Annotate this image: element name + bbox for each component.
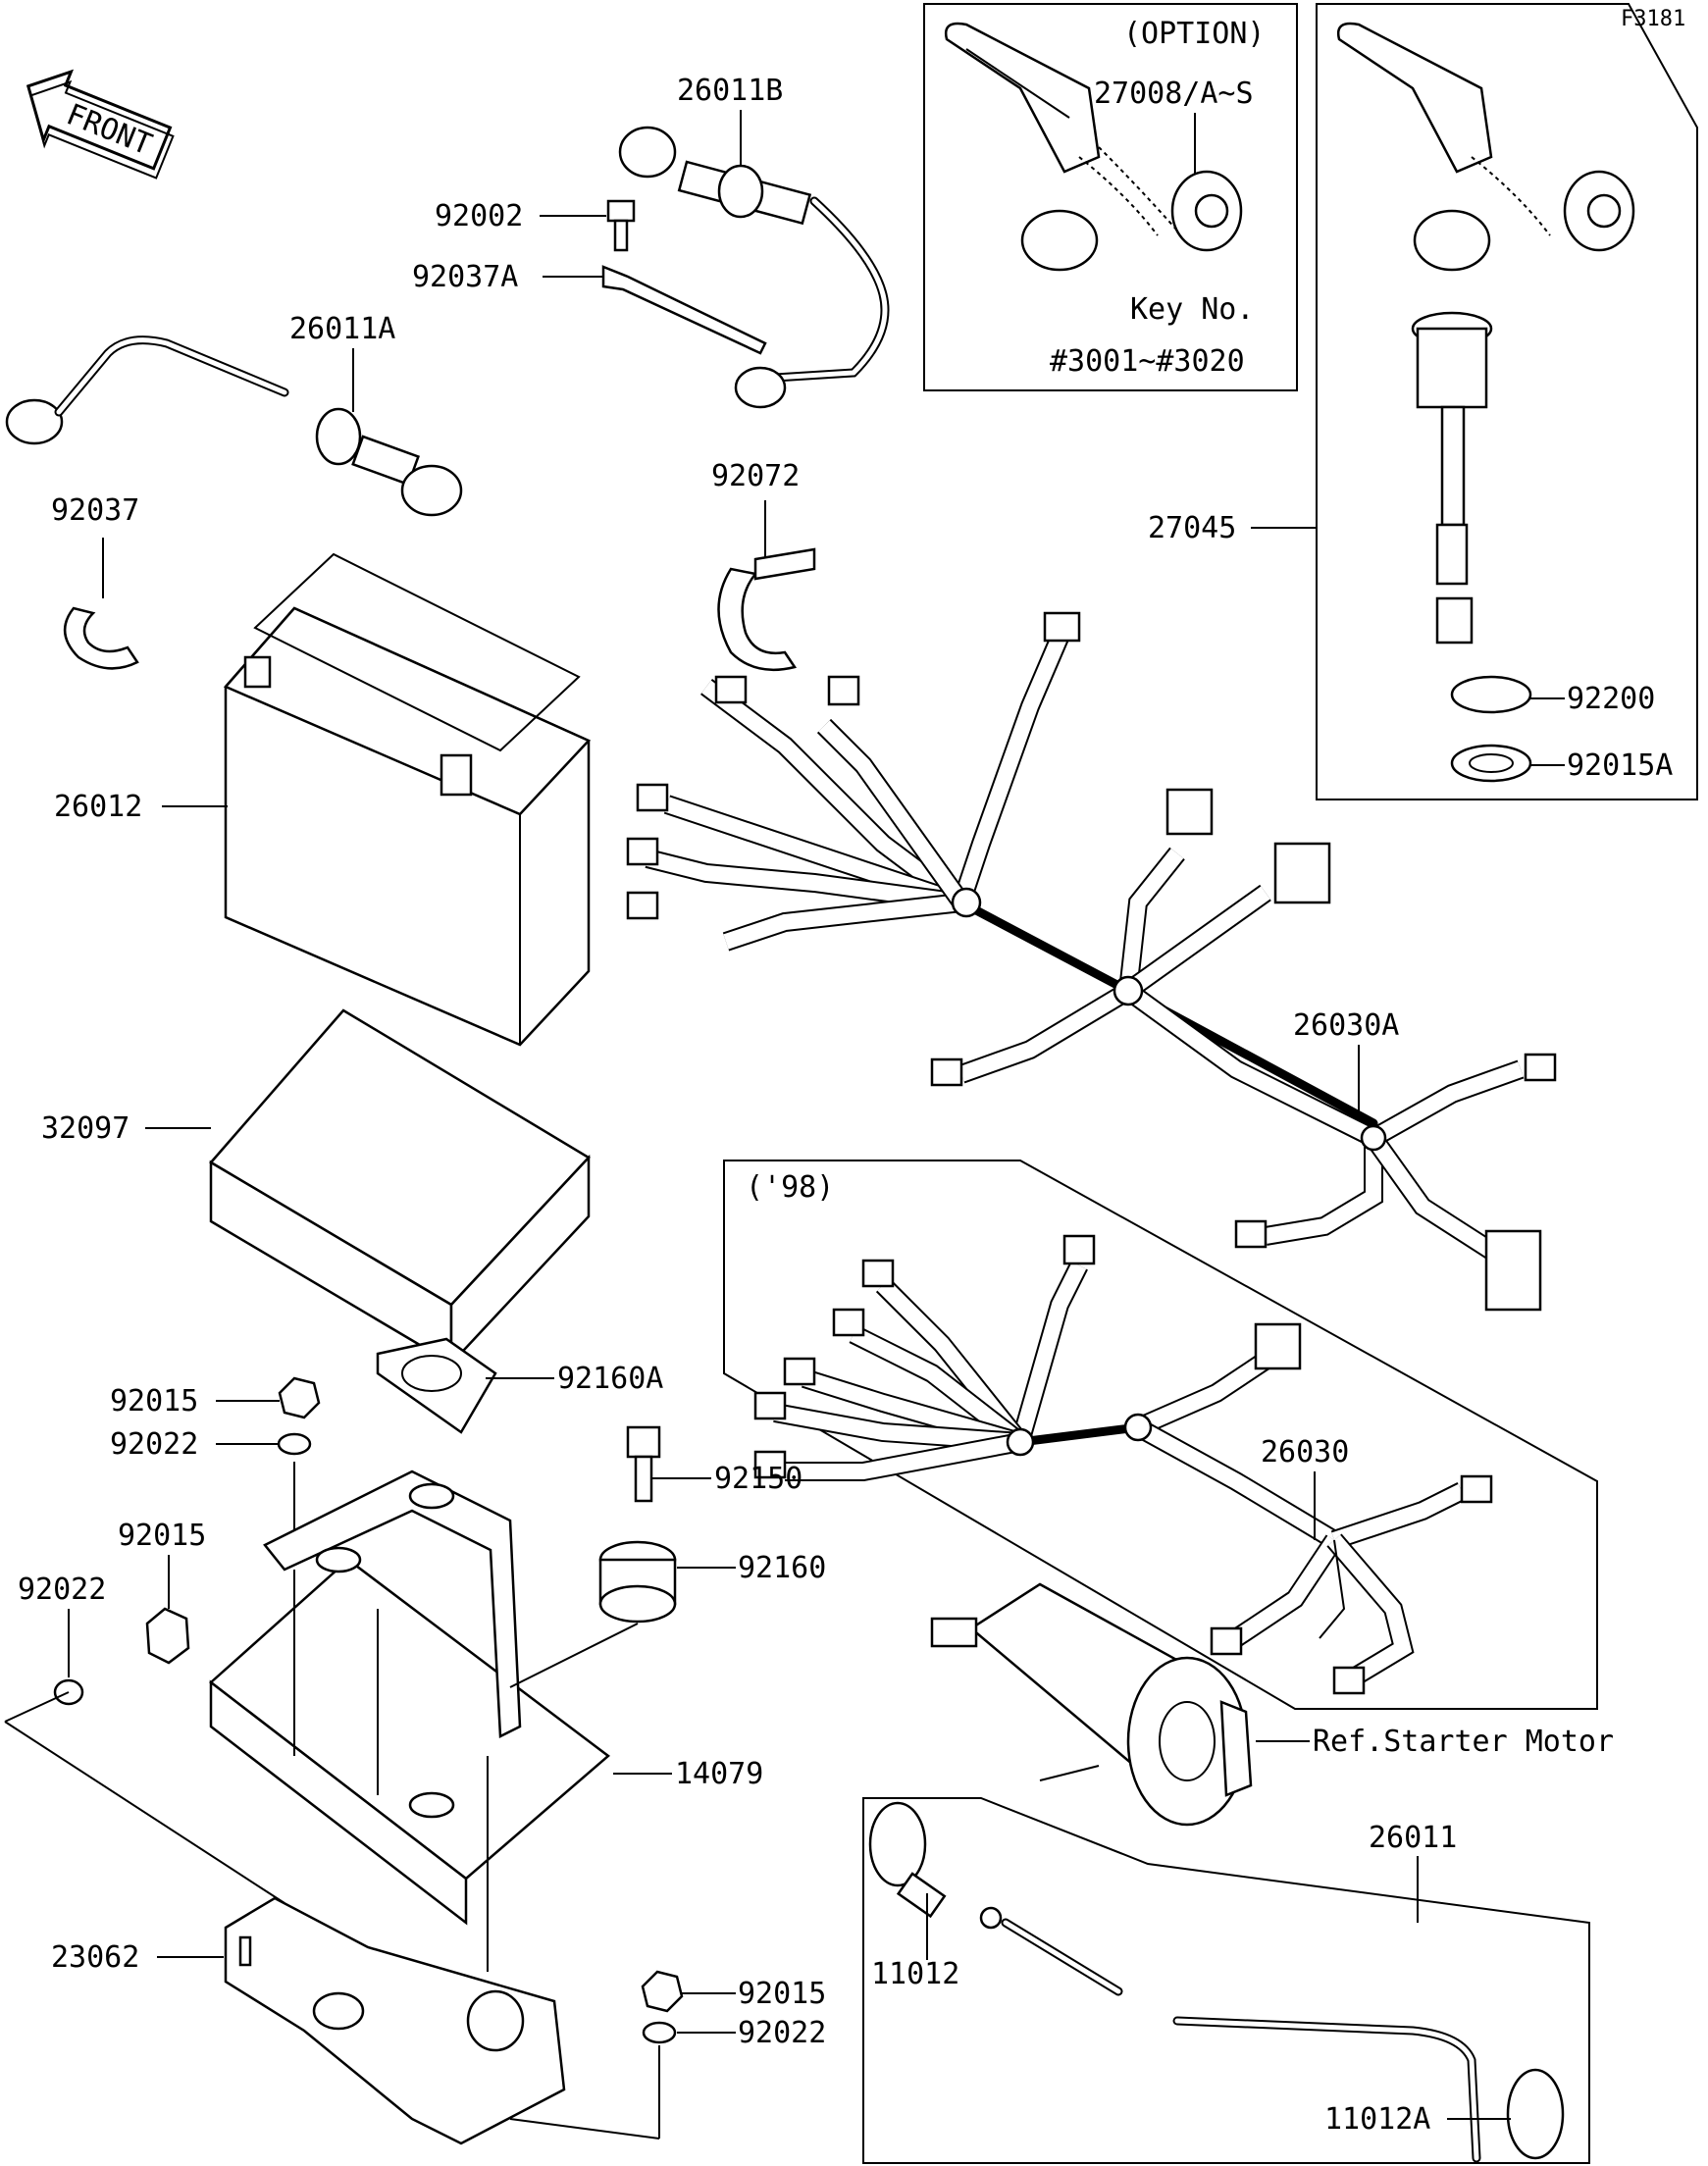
battery-icon	[223, 552, 592, 1047]
label-23062: 23062	[51, 1940, 139, 1975]
figure-code: F3181	[1621, 7, 1685, 31]
label-92002: 92002	[435, 199, 523, 233]
clamp-92072-icon	[717, 567, 798, 672]
harness-26030A-icon	[626, 611, 1557, 1312]
nut-92015-a-icon	[278, 1376, 321, 1419]
label-92015-b: 92015	[118, 1519, 206, 1553]
label-26011: 26011	[1369, 1821, 1457, 1855]
bolt-92002-icon	[606, 199, 636, 252]
nut-icon	[1450, 744, 1532, 783]
label-92037: 92037	[51, 493, 139, 528]
strap-92037-icon	[64, 606, 139, 670]
label-26011B: 26011B	[677, 74, 783, 108]
harness-26030-icon	[753, 1234, 1493, 1695]
label-26012: 26012	[54, 790, 142, 824]
front-arrow-icon: FRONT	[26, 69, 175, 180]
assembly-lines	[4, 1462, 660, 2140]
ignition-key-icon	[1336, 22, 1635, 272]
battery-tray-icon	[209, 1008, 591, 1367]
label-92037A: 92037A	[412, 260, 518, 294]
nut-92015-c-icon	[641, 1970, 684, 2013]
label-32097: 32097	[41, 1111, 129, 1146]
key-set-icon	[944, 22, 1243, 272]
label-27045: 27045	[1148, 511, 1236, 545]
bolt-92150-icon	[626, 1425, 661, 1503]
label-92200: 92200	[1567, 682, 1655, 716]
label-11012A: 11012A	[1324, 2102, 1430, 2137]
year-98-box	[723, 1160, 1598, 1710]
key-text: Key No.	[1130, 292, 1254, 327]
label-14079: 14079	[675, 1757, 763, 1791]
ref-starter-motor: Ref.Starter Motor	[1313, 1725, 1614, 1759]
label-92160A: 92160A	[557, 1362, 663, 1396]
starter-motor-icon	[930, 1582, 1253, 1827]
label-26030A: 26030A	[1293, 1008, 1399, 1043]
label-92072: 92072	[711, 459, 800, 493]
label-92150: 92150	[714, 1462, 802, 1496]
starter-cable-icon	[868, 1801, 1565, 2163]
cable-box	[862, 1797, 1590, 2164]
label-11012: 11012	[871, 1957, 959, 1991]
washer-92022-c-icon	[642, 2021, 677, 2044]
label-92015-a: 92015	[110, 1384, 198, 1418]
label-26030: 26030	[1261, 1435, 1349, 1470]
year-98-title: ('98)	[746, 1170, 834, 1205]
battery-holder-14079-icon	[209, 1470, 610, 1926]
label-92015A: 92015A	[1567, 748, 1673, 783]
nut-92015-b-icon	[145, 1607, 190, 1665]
ignition-box	[1316, 3, 1698, 800]
battery-cable-b-icon	[618, 126, 890, 409]
washer-icon	[1450, 675, 1532, 714]
label-92022-c: 92022	[738, 2016, 826, 2050]
key-range: #3001~#3020	[1050, 344, 1245, 379]
option-title: (OPTION)	[1123, 17, 1266, 51]
collar-92160-icon	[598, 1540, 677, 1624]
label-26011A: 26011A	[289, 312, 395, 346]
strap-92037A-icon	[601, 265, 767, 355]
label-92022-b: 92022	[18, 1573, 106, 1607]
label-27008: 27008/A~S	[1094, 77, 1254, 111]
label-92022-a: 92022	[110, 1427, 198, 1462]
label-92160: 92160	[738, 1551, 826, 1585]
option-box	[923, 3, 1298, 391]
battery-cable-a-icon	[5, 335, 463, 517]
label-92015-c: 92015	[738, 1977, 826, 2011]
washer-92022-a-icon	[277, 1432, 312, 1456]
bracket-23062-icon	[224, 1896, 566, 2145]
plate-92160A-icon	[376, 1337, 497, 1434]
ignition-switch-icon	[1411, 311, 1493, 645]
